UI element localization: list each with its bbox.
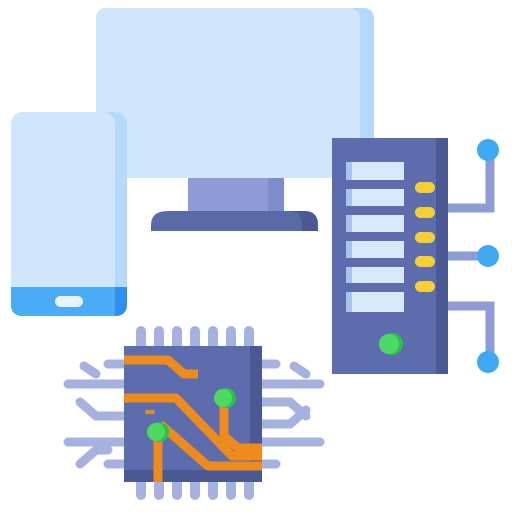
chip-pin: [208, 478, 218, 500]
phone-body: [11, 112, 115, 316]
chip-pins-bottom: [136, 478, 254, 500]
chip-pin: [136, 478, 146, 500]
chip-traces: [124, 355, 262, 482]
server-slot-edge: [346, 215, 352, 232]
monitor-screen: [96, 8, 360, 178]
circuit-trace: [157, 420, 262, 471]
chip-lead: [257, 405, 311, 429]
server-slot-edge: [346, 162, 352, 180]
led-yellow-icon: [415, 256, 435, 267]
server-slot-edge: [346, 267, 352, 283]
circuit-trace: [124, 393, 262, 461]
server-slot-edge: [346, 292, 352, 312]
chip-lead: [289, 361, 311, 379]
chip-node-icon: [214, 389, 232, 407]
server-status-leds: [415, 182, 435, 292]
server-slot-edge: [346, 189, 352, 206]
chip-pin: [172, 478, 182, 500]
server-slot: [346, 241, 404, 258]
connector-line-top: [446, 152, 495, 213]
microchip-icon: [63, 326, 325, 500]
chip-pin: [154, 478, 164, 500]
chip-pin: [172, 326, 182, 350]
connector-line-bottom: [446, 301, 495, 360]
server-slot: [346, 189, 404, 206]
led-yellow-icon: [415, 281, 435, 292]
monitor-screen-bottom: [96, 164, 374, 178]
chip-pin: [244, 478, 254, 500]
chip-pins-right: [257, 359, 325, 469]
led-yellow-icon: [415, 232, 435, 243]
server-body-shade: [436, 138, 448, 374]
phone-home-button: [55, 296, 83, 307]
monitor-icon: [96, 8, 374, 231]
server-rack-icon: [332, 138, 448, 374]
chip-lead: [75, 445, 113, 469]
circuit-trace: [124, 355, 198, 379]
chip-body-shade-bottom: [124, 470, 262, 482]
power-led-icon: [379, 334, 399, 354]
server-slot-edge: [346, 241, 352, 258]
server-slot: [346, 162, 404, 180]
chip-lead: [75, 397, 129, 421]
server-slot: [346, 292, 404, 312]
smartphone-icon: [11, 112, 127, 316]
led-yellow-icon: [415, 207, 435, 218]
monitor-base: [151, 211, 318, 231]
server-slot: [346, 267, 404, 283]
led-yellow-icon: [415, 182, 435, 193]
chip-lead: [79, 361, 101, 379]
monitor-stand-shade: [268, 178, 284, 212]
server-slots: [346, 162, 404, 312]
connection-nodes-icon: [446, 139, 499, 373]
network-node-bottom: [477, 351, 499, 373]
chip-pin: [208, 326, 218, 350]
chip-pin: [226, 478, 236, 500]
chip-pins-left: [63, 359, 129, 469]
chip-pin: [154, 326, 164, 350]
network-node-top: [477, 139, 499, 161]
chip-pins-top: [136, 326, 254, 350]
chip-pin: [190, 478, 200, 500]
chip-pin: [190, 326, 200, 350]
circuit-trace: [219, 404, 262, 453]
monitor-base-shade: [290, 211, 318, 231]
server-slot: [346, 215, 404, 232]
chip-pin: [226, 326, 236, 350]
network-node-middle: [477, 245, 499, 267]
chip-pin: [244, 326, 254, 350]
chip-pin: [136, 326, 146, 350]
chip-node-icon: [147, 423, 165, 441]
